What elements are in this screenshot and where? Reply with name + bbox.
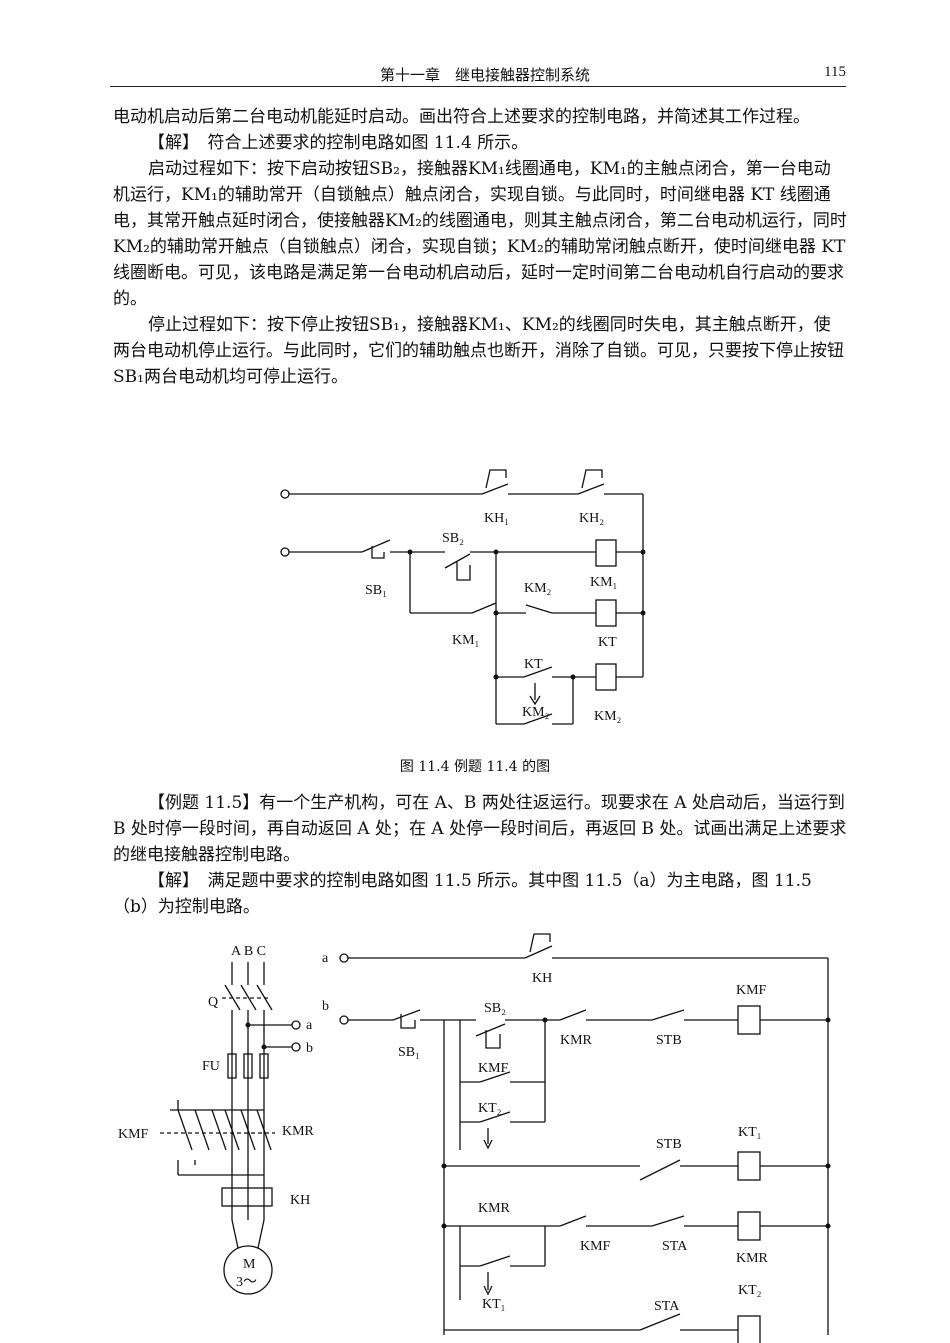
- label-kh1: KH₁: [484, 511, 509, 526]
- body-text-top: 电动机启动后第二台电动机能延时启动。画出符合上述要求的控制电路，并简述其工作过程…: [113, 104, 847, 390]
- label-stb: STB: [656, 1033, 682, 1048]
- label-sta: STA: [662, 1239, 688, 1254]
- label-km2-hold: KM₂: [522, 705, 550, 720]
- label-sb1: SB₁: [398, 1045, 420, 1060]
- label-km2-nc: KM₂: [524, 581, 552, 596]
- label-b: b: [322, 999, 329, 1014]
- page-number: 115: [824, 64, 846, 80]
- label-sb2: SB₂: [484, 1001, 506, 1016]
- label-kmr-main: KMR: [282, 1124, 315, 1139]
- label-kmr-coil: KMR: [736, 1251, 769, 1266]
- figure-11-4: KH₁ KH₂ SB₂ SB₁ KM₂ KM₁ KM₁ KT KT KM₂ KM…: [280, 469, 646, 725]
- label-kt-contact: KT: [524, 657, 543, 672]
- paragraph: 启动过程如下：按下启动按钮SB₂，接触器KM₁线圈通电，KM₁的主触点闭合，第一…: [113, 159, 847, 309]
- label-km1-contact: KM₁: [452, 633, 479, 648]
- figure-caption: 图 11.4 例题 11.4 的图: [399, 759, 551, 775]
- label-kh: KH: [532, 971, 552, 986]
- label-kmf-coil: KMF: [736, 983, 767, 998]
- label-kmf-hold: KMF: [478, 1061, 509, 1076]
- label-stb-2: STB: [656, 1137, 682, 1152]
- label-sta-2: STA: [654, 1299, 680, 1314]
- paragraph: 【解】 符合上述要求的控制电路如图 11.4 所示。: [148, 133, 529, 153]
- label-kmf-main: KMF: [118, 1127, 149, 1142]
- label-sb2: SB₂: [442, 531, 464, 546]
- body-text-bottom: 【例题 11.5】有一个生产机构，可在 A、B 两处往返运行。现要求在 A 处启…: [113, 790, 847, 920]
- label-abc: A B C: [231, 944, 266, 959]
- label-km2-coil: KM₂: [594, 709, 622, 724]
- chapter-title: 第十一章 继电接触器控制系统: [380, 66, 591, 84]
- label-a-out: a: [306, 1018, 313, 1033]
- label-fu: FU: [202, 1059, 220, 1074]
- label-kt2-coil: KT₂: [738, 1283, 762, 1298]
- label-kh2: KH₂: [579, 511, 604, 526]
- label-kmr-nc: KMR: [560, 1033, 593, 1048]
- label-kt2: KT₂: [478, 1101, 502, 1116]
- paragraph: 【解】 满足题中要求的控制电路如图 11.5 所示。其中图 11.5（a）为主电…: [113, 871, 812, 917]
- page-header: 第十一章 继电接触器控制系统 115: [110, 62, 846, 87]
- paragraph: 停止过程如下：按下停止按钮SB₁，接触器KM₁、KM₂的线圈同时失电，其主触点断…: [113, 315, 844, 387]
- paragraph: 【例题 11.5】有一个生产机构，可在 A、B 两处往返运行。现要求在 A 处启…: [113, 793, 847, 865]
- label-kt1: KT₁: [482, 1297, 506, 1312]
- label-q: Q: [208, 995, 218, 1010]
- label-kmr-hold: KMR: [478, 1201, 511, 1216]
- paragraph: 电动机启动后第二台电动机能延时启动。画出符合上述要求的控制电路，并简述其工作过程…: [113, 107, 810, 127]
- label-kmf-nc: KMF: [580, 1239, 611, 1254]
- label-kt1-coil: KT₁: [738, 1125, 762, 1140]
- label-motor-3: 3～: [236, 1275, 257, 1290]
- label-motor-m: M: [243, 1257, 256, 1272]
- label-kt-coil: KT: [598, 635, 617, 650]
- label-km1-coil: KM₁: [590, 575, 617, 590]
- label-sb1: SB₁: [365, 583, 387, 598]
- label-kh-main: KH: [290, 1193, 310, 1208]
- label-b-out: b: [306, 1041, 313, 1056]
- label-a: a: [322, 951, 329, 966]
